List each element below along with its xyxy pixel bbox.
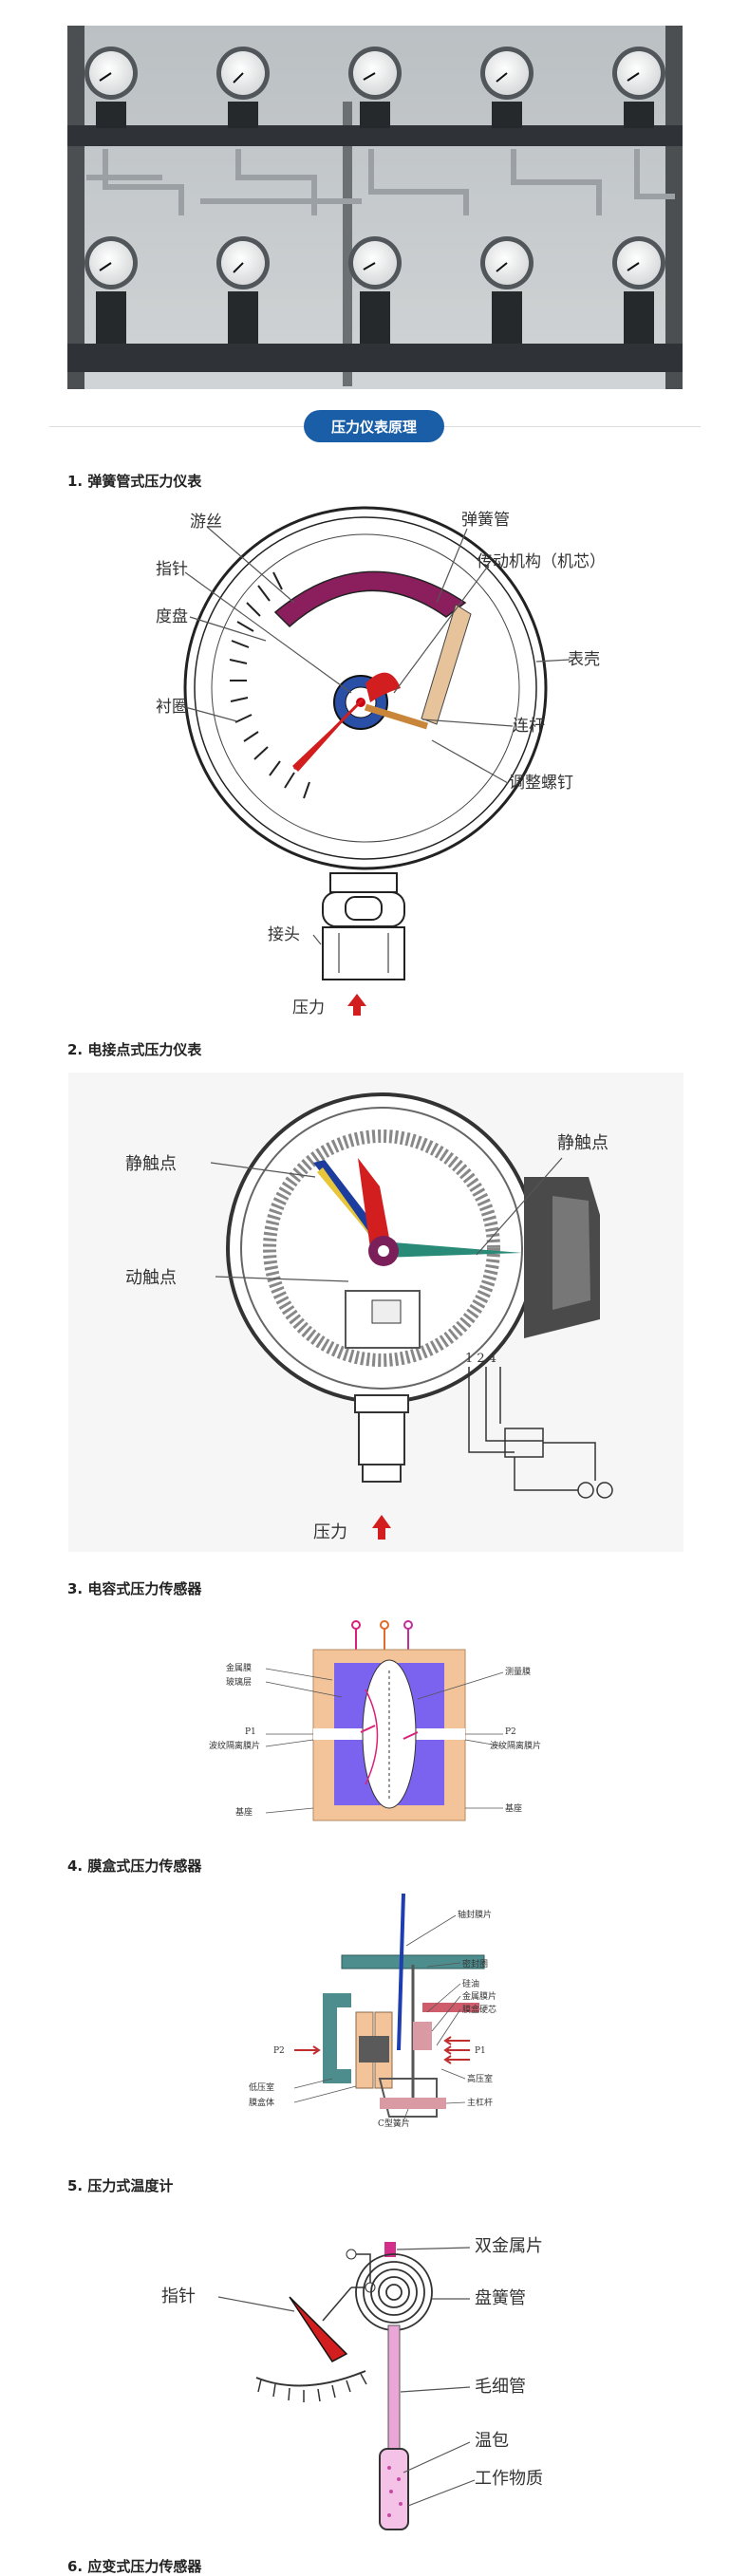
label-high-chamber: 高压室 [467, 2073, 493, 2084]
label-box-body: 膜盒体 [249, 2097, 274, 2108]
label-hard-core: 膜盒硬芯 [462, 2004, 496, 2015]
label-coil-tube: 盘簧管 [475, 2288, 526, 2308]
hero-photo [67, 26, 683, 389]
section-title-6: 6. 应变式压力传感器 [67, 2558, 202, 2575]
label-p1-cap: P1 [245, 1727, 256, 1737]
label-main-lever: 主杠杆 [467, 2097, 493, 2108]
label-pointer: 指针 [156, 560, 188, 579]
label-measure-film: 测量膜 [505, 1667, 531, 1677]
diagram-electric-contact-gauge: 1 2 4 静触点 动触点 静触点 压力 [68, 1073, 683, 1552]
section-title-4: 4. 膜盒式压力传感器 [67, 1857, 202, 1875]
label-pressure-2: 压力 [313, 1522, 347, 1542]
label-movement: 传动机构（机芯） [477, 552, 606, 571]
label-base-left: 基座 [235, 1806, 253, 1818]
label-metal-diaphragm: 金属膜片 [462, 1990, 496, 2002]
label-link: 连杆 [513, 717, 545, 736]
section-title-3: 3. 电容式压力传感器 [67, 1580, 202, 1597]
label-bulb: 温包 [475, 2431, 509, 2451]
label-shaft-seal: 轴封膜片 [458, 1909, 492, 1920]
diagram-diaphragm-box-sensor: 轴封膜片 密封圈 硅油 金属膜片 膜盒硬芯 P2 P1 低压室 高压室 膜盒体 … [237, 1889, 532, 2131]
label-capillary: 毛细管 [475, 2377, 526, 2397]
label-terminals: 1 2 4 [465, 1352, 496, 1366]
label-p2-cap: P2 [505, 1727, 516, 1737]
diagram-bourdon-gauge: 游丝 指针 度盘 衬圈 弹簧管 传动机构（机芯） 表壳 连杆 调整螺钉 接头 压… [152, 498, 627, 1017]
label-bourdon: 弹簧管 [461, 511, 510, 530]
label-working-medium: 工作物质 [475, 2469, 543, 2489]
section-badge: 压力仪表原理 [304, 410, 444, 442]
label-bellows-left: 波纹隔离膜片 [209, 1740, 260, 1751]
label-metal-film: 金属膜 [226, 1662, 252, 1673]
label-c-spring: C型簧片 [378, 2118, 410, 2129]
label-glass-layer: 玻璃层 [226, 1676, 252, 1688]
diagram-pressure-thermometer: 指针 双金属片 盘簧管 毛细管 温包 工作物质 [142, 2202, 589, 2544]
label-silicone-oil: 硅油 [462, 1978, 479, 1989]
label-base-right: 基座 [505, 1802, 522, 1814]
label-p2-box: P2 [273, 2046, 285, 2056]
section-title-2: 2. 电接点式压力仪表 [67, 1041, 202, 1058]
section-title-1: 1. 弹簧管式压力仪表 [67, 473, 202, 490]
label-pressure: 压力 [292, 999, 325, 1016]
section-title-5: 5. 压力式温度计 [67, 2177, 174, 2194]
gauge-row-top [84, 47, 665, 100]
label-static-contact-right: 静触点 [557, 1133, 609, 1153]
gauge-row-bottom [84, 236, 665, 289]
label-static-contact-left: 静触点 [125, 1154, 177, 1174]
label-connector: 接头 [268, 925, 300, 944]
label-bezel: 衬圈 [156, 698, 188, 717]
label-screw: 调整螺钉 [509, 774, 573, 793]
label-hairspring: 游丝 [190, 513, 222, 532]
label-pointer-5: 指针 [161, 2287, 196, 2306]
label-dial: 度盘 [156, 607, 188, 626]
label-bellows-right: 波纹隔离膜片 [490, 1740, 541, 1751]
label-p1-box: P1 [475, 2046, 486, 2056]
label-low-chamber: 低压室 [249, 2081, 274, 2093]
label-moving-contact: 动触点 [125, 1268, 177, 1288]
label-seal-ring: 密封圈 [462, 1958, 488, 1969]
label-case: 表壳 [568, 650, 600, 669]
diagram-capacitive-sensor: 金属膜 玻璃层 P1 波纹隔离膜片 基座 测量膜 P2 波纹隔离膜片 基座 [209, 1614, 560, 1837]
label-bimetal: 双金属片 [475, 2236, 543, 2256]
